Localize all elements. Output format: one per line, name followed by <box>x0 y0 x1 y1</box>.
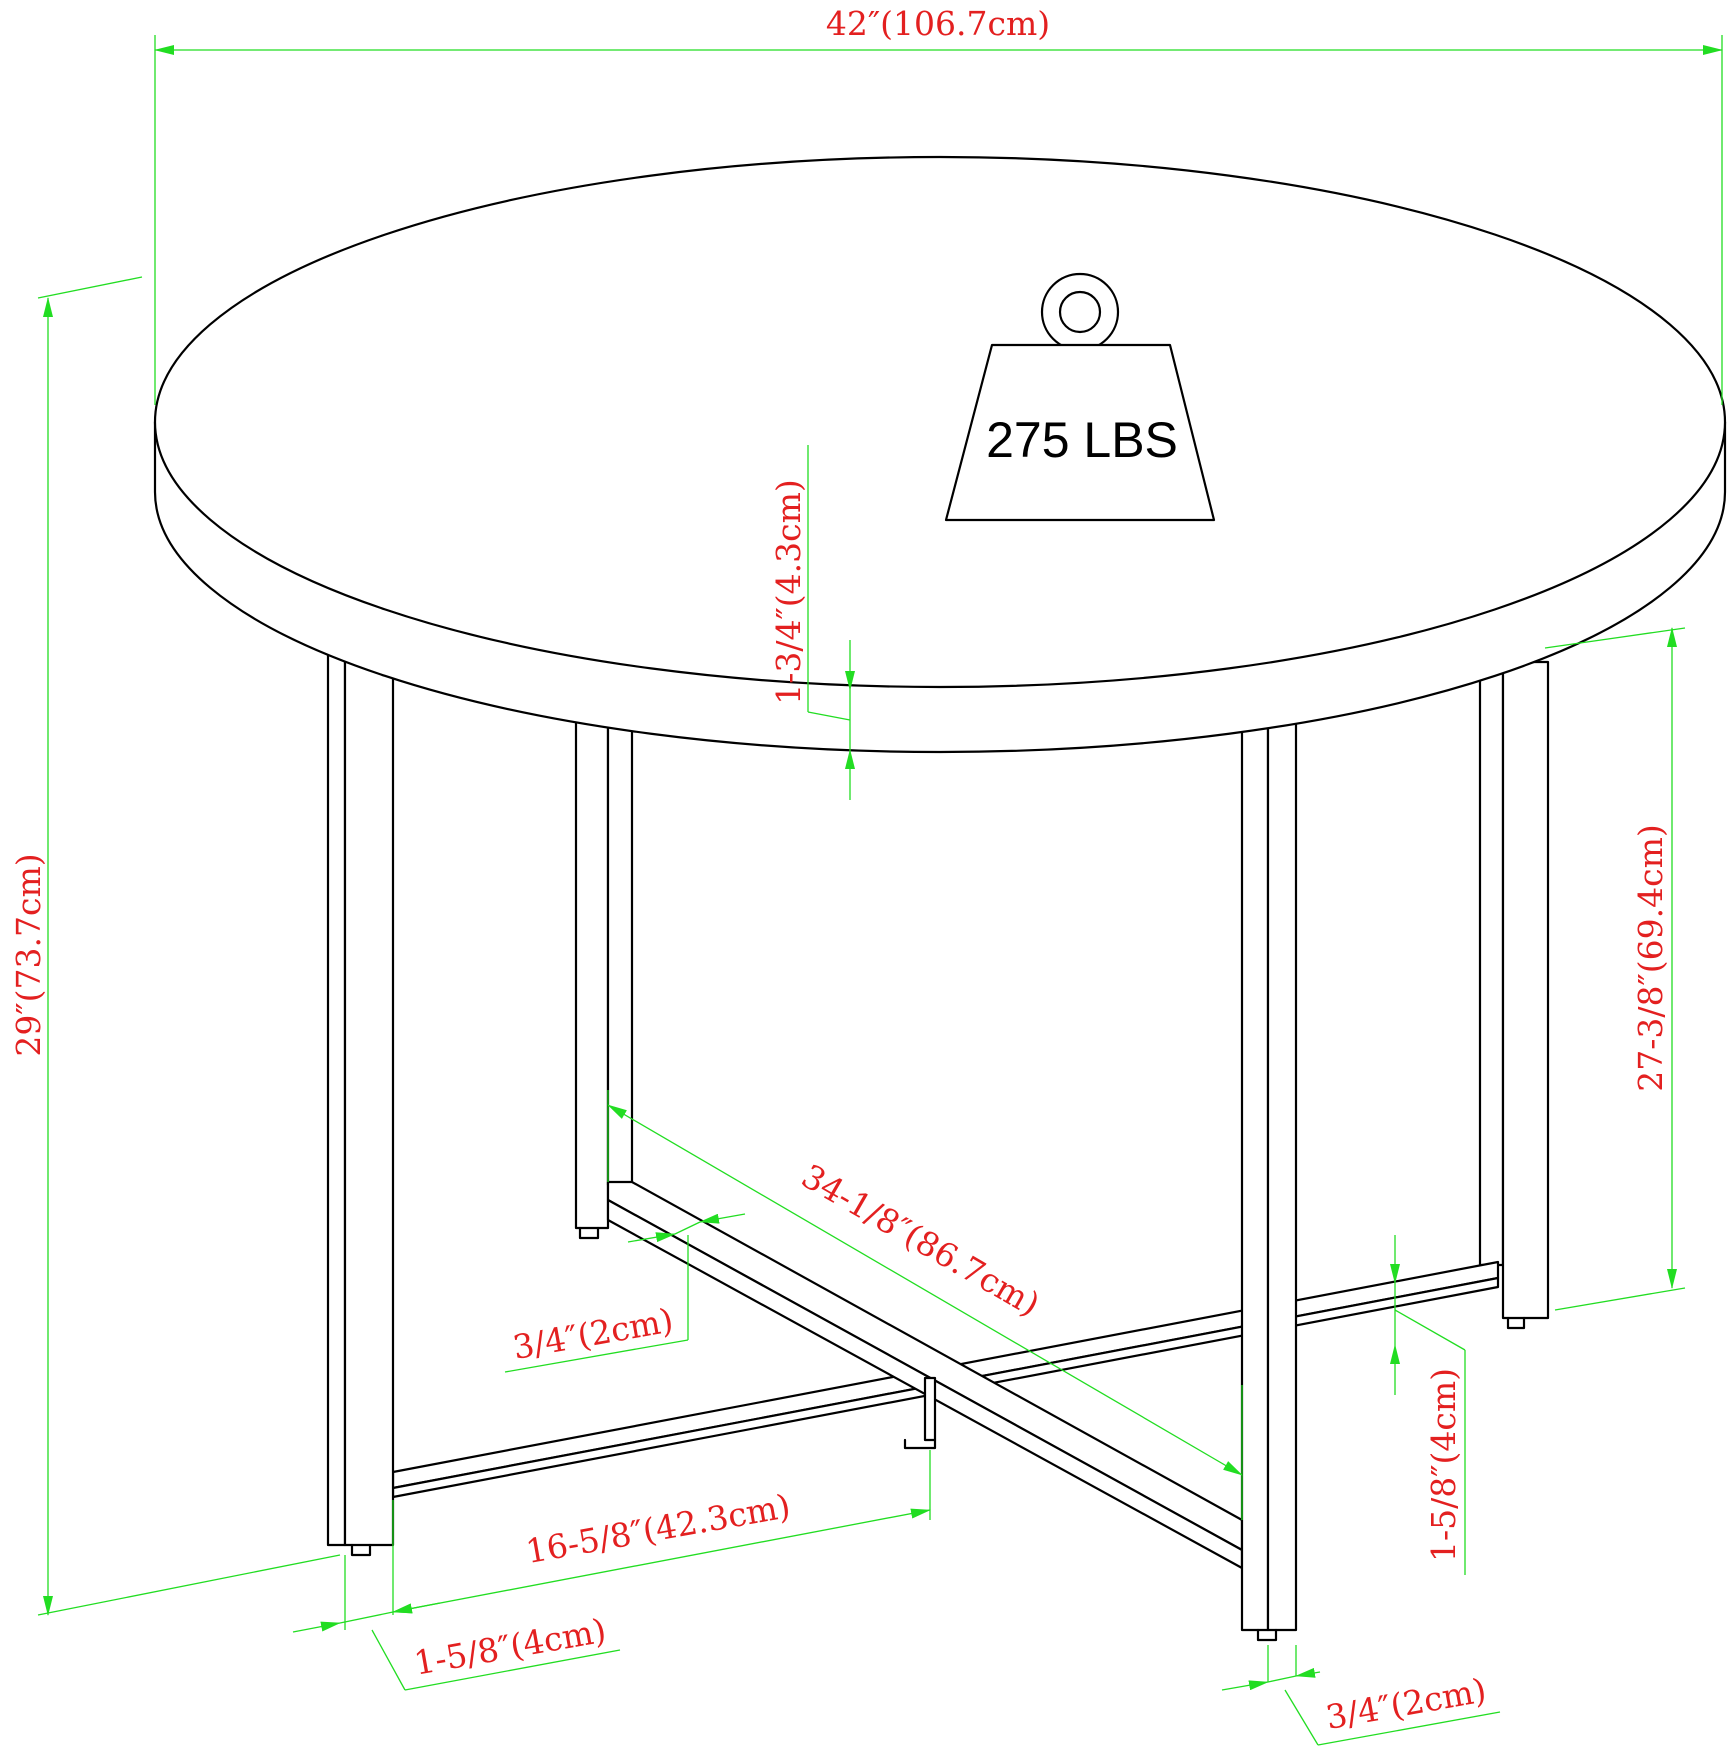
dim-overall-height: 29″(73.7cm) <box>9 276 341 1616</box>
dim-diagonal-base: 34-1/8″(86.7cm) <box>607 1090 1243 1520</box>
dim-leg-height-label: 27-3/8″(69.4cm) <box>1631 824 1670 1092</box>
dim-top-thickness: 1-3/4″(4.3cm) <box>769 445 855 800</box>
dim-top-thickness-label: 1-3/4″(4.3cm) <box>769 479 808 705</box>
front-right-leg <box>1240 718 1298 1642</box>
back-right-leg <box>1478 660 1550 1330</box>
weight-capacity-label: 275 LBS <box>986 412 1178 468</box>
dim-overall-height-label: 29″(73.7cm) <box>9 853 48 1056</box>
dim-leg-width-right: 1-5/8″(4cm) <box>1390 1235 1466 1575</box>
dim-leg-width-bottom: 1-5/8″(4cm) <box>292 1555 621 1691</box>
dim-bar-width-right-label: 3/4″(2cm) <box>1323 1670 1489 1737</box>
dim-leg-height: 27-3/8″(69.4cm) <box>1544 627 1686 1311</box>
dim-overall-width: 42″(106.7cm) <box>154 4 1723 405</box>
dim-overall-width-label: 42″(106.7cm) <box>826 4 1050 43</box>
table-drawing: 275 LBS <box>153 155 1727 1642</box>
front-left-leg <box>326 648 395 1557</box>
back-left-leg <box>574 718 634 1240</box>
dim-bar-width-right: 3/4″(2cm) <box>1221 1645 1501 1746</box>
table-top <box>153 155 1727 754</box>
dim-leg-width-right-label: 1-5/8″(4cm) <box>1424 1368 1463 1562</box>
dim-leg-width-bottom-label: 1-5/8″(4cm) <box>411 1611 609 1683</box>
weight-icon: 275 LBS <box>944 272 1216 522</box>
dim-half-base-label: 16-5/8″(42.3cm) <box>523 1486 793 1571</box>
